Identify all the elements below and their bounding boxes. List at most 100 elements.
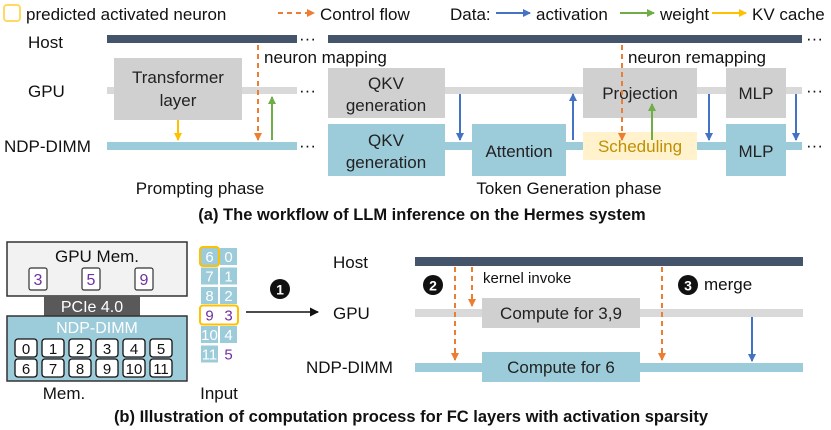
gpu-mem-cell — [134, 267, 154, 291]
caption-b: (b) Illustration of computation process … — [114, 408, 709, 426]
caption-a: (a) The workflow of LLM inference on the… — [198, 206, 645, 224]
mlp-ndp-box — [726, 124, 786, 176]
predicted-highlight-6 — [199, 246, 220, 267]
compute-ndp-box — [482, 352, 640, 382]
attention-box — [472, 124, 566, 176]
gpu-lane-ellipsis-1: ··· — [299, 81, 316, 100]
projection-box — [583, 68, 697, 118]
ndp-mem-cell — [14, 358, 38, 378]
legend-data-label: Data: — [450, 5, 491, 24]
step-3-number: 3 — [684, 278, 692, 294]
gpu-mem-cell — [81, 267, 101, 291]
ndp-mem-cell — [68, 358, 92, 378]
qkv-ndp-box — [328, 124, 445, 176]
gpu-lane-ellipsis-2: ··· — [806, 81, 823, 100]
input-cell — [201, 248, 218, 265]
ndp-mem-label: Mem. — [43, 384, 86, 403]
transformer-layer-label-2: layer — [160, 91, 197, 110]
input-cell-value: 3 — [224, 308, 232, 325]
ndp-mem-cell-value: 4 — [130, 341, 138, 358]
input-cell-value: 11 — [202, 347, 218, 364]
mlp-ndp-label: MLP — [739, 142, 774, 161]
input-cell-value: 6 — [205, 249, 213, 266]
legend-predicted-swatch — [3, 4, 21, 22]
input-cell-value: 5 — [224, 347, 232, 364]
merge-label: merge — [704, 275, 752, 294]
ndp-mem-cell-value: 8 — [76, 361, 84, 378]
ndp-mem-cell-value: 7 — [49, 361, 57, 378]
input-cell-value: 10 — [201, 327, 218, 344]
input-cell-value: 2 — [224, 288, 232, 305]
qkv-gpu-label-1: QKV — [368, 74, 405, 93]
host-lane-left — [107, 35, 297, 43]
qkv-ndp-label-2: generation — [346, 153, 426, 172]
transformer-layer-box — [114, 58, 242, 120]
neuron-remapping-label: neuron remapping — [628, 48, 766, 67]
ndp-mem-cell — [122, 338, 146, 358]
ndp-mem-cell — [95, 338, 119, 358]
predicted-highlight-9-3 — [199, 304, 239, 326]
gpu-mem-cell — [28, 267, 48, 291]
scheduling-label: Scheduling — [598, 137, 682, 156]
ndp-mem-cell — [68, 338, 92, 358]
ndp-lane-ellipsis-2: ··· — [806, 136, 823, 155]
ndp-mem-cell-value: 1 — [49, 341, 57, 358]
input-cell-value: 9 — [205, 308, 213, 325]
scheduling-box — [583, 132, 697, 160]
host-lane-ellipsis-1: ··· — [299, 29, 316, 48]
row-label-gpu: GPU — [28, 82, 65, 101]
host-lane-right — [328, 35, 802, 43]
compute-gpu-box — [482, 298, 640, 328]
gpu-mem-label: GPU Mem. — [55, 247, 139, 266]
gpu-mem-cell-value: 3 — [34, 272, 43, 289]
ndp-mem-cell-value: 6 — [22, 361, 30, 378]
ndp-lane-ellipsis-1: ··· — [299, 136, 316, 155]
pcie-box — [44, 296, 140, 316]
qkv-ndp-label-1: QKV — [368, 131, 405, 150]
gpu-lane-right — [328, 87, 802, 94]
legend-control-label: Control flow — [320, 5, 410, 24]
ndp-mem-cell-value: 9 — [103, 361, 111, 378]
token-generation-phase-label: Token Generation phase — [476, 179, 661, 198]
ndp-lane-left — [107, 142, 297, 150]
ndp-mem-cell-value: 10 — [126, 361, 143, 378]
row-label-host: Host — [28, 33, 63, 52]
ndp-mem-cell-value: 0 — [22, 341, 30, 358]
qkv-gpu-box — [328, 68, 445, 118]
ndp-mem-cell — [14, 338, 38, 358]
part-a-workflow: Host GPU NDP-DIMM ··· ··· ··· ··· ··· ··… — [4, 29, 823, 224]
gpu-mem-cell-value: 5 — [87, 272, 96, 289]
input-cell — [201, 306, 218, 324]
prompting-phase-label: Prompting phase — [136, 179, 265, 198]
neuron-mapping-label: neuron mapping — [264, 48, 387, 67]
input-cell — [220, 306, 237, 324]
input-cell — [201, 326, 218, 343]
input-cell — [220, 345, 237, 363]
transformer-layer-label-1: Transformer — [132, 68, 224, 87]
input-cell — [201, 345, 218, 363]
step-1-number: 1 — [276, 282, 284, 298]
ndp-mem-cell-value: 2 — [76, 341, 84, 358]
ndp-mem-cell — [122, 358, 146, 378]
b-row-label-host: Host — [333, 253, 368, 272]
ndp-mem-cell — [95, 358, 119, 378]
row-label-ndp: NDP-DIMM — [4, 137, 91, 156]
qkv-gpu-label-2: generation — [346, 96, 426, 115]
step-2-number: 2 — [429, 278, 437, 294]
b-row-label-ndp: NDP-DIMM — [306, 358, 393, 377]
attention-label: Attention — [485, 142, 552, 161]
input-cell — [201, 287, 218, 304]
input-cell-value: 4 — [224, 327, 232, 344]
projection-label: Projection — [602, 84, 678, 103]
step-1-badge — [270, 279, 290, 299]
input-cell-value: 8 — [205, 288, 213, 305]
ndp-mem-cell-value: 5 — [157, 341, 165, 358]
input-cell-value: 7 — [205, 269, 213, 286]
step-2-badge — [423, 275, 443, 295]
legend-kv-label: KV cache — [752, 5, 825, 24]
legend-activation-label: activation — [536, 5, 608, 24]
host-lane-ellipsis-2: ··· — [806, 29, 823, 48]
